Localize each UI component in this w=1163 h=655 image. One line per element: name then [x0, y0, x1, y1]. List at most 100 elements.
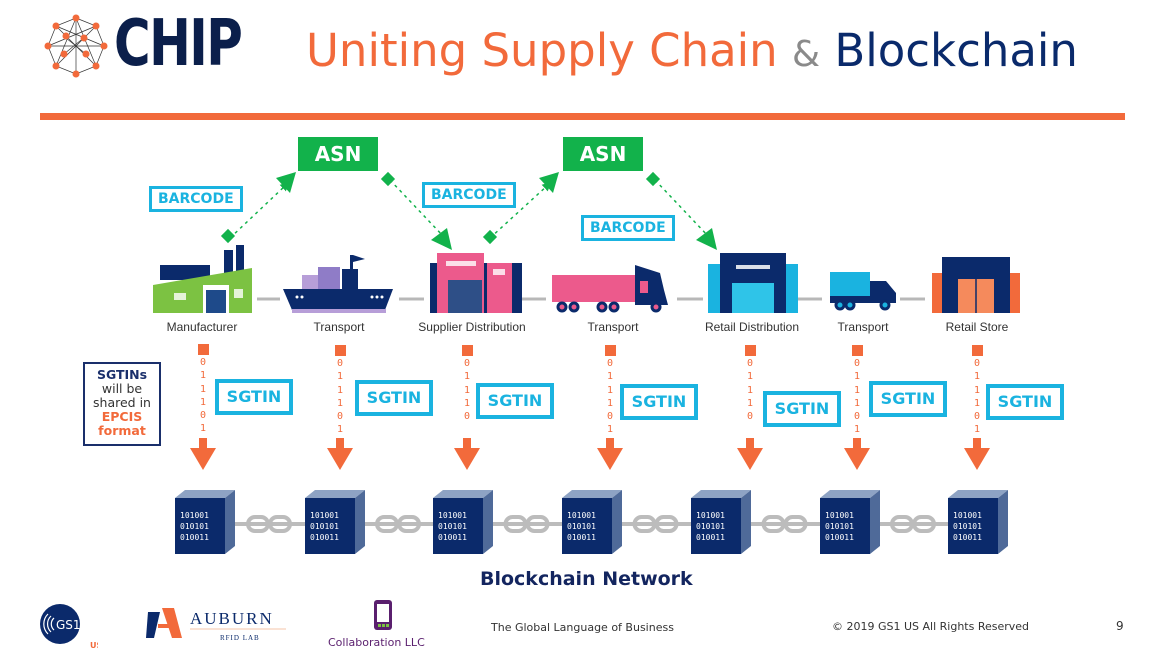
bit: 0 [463, 411, 471, 423]
block-data-line: 010011 [438, 533, 467, 542]
orange-down-arrows [190, 438, 990, 470]
bit: 1 [973, 371, 981, 383]
bit: 1 [336, 384, 344, 396]
sgtin-box-7: SGTIN [986, 384, 1064, 420]
bit: 1 [606, 424, 614, 436]
block-6: 101001 010101 010011 [820, 490, 880, 554]
blockchain-network-title: Blockchain Network [480, 568, 693, 590]
footer-tagline: The Global Language of Business [491, 621, 674, 634]
arrowhead-1 [276, 172, 296, 193]
down-arrow-1 [190, 438, 216, 470]
auburn-text: AUBURN [190, 609, 274, 628]
down-arrow-3 [454, 438, 480, 470]
diamond-start-2 [380, 171, 396, 187]
bit: 1 [853, 397, 861, 409]
diamond-start-1 [220, 228, 236, 244]
factory-icon [153, 245, 252, 313]
bit: 1 [973, 424, 981, 436]
bit: 1 [606, 397, 614, 409]
arrowhead-4 [696, 228, 717, 250]
bit: 1 [336, 397, 344, 409]
barcode-label-3: BARCODE [581, 215, 675, 241]
chain-link-4 [620, 515, 691, 533]
arrowhead-2 [431, 228, 452, 250]
block-data-line: 101001 [953, 511, 982, 520]
semi-truck-icon [552, 265, 668, 313]
page-number: 9 [1116, 619, 1124, 633]
info-line-4: EPCIS [101, 409, 143, 424]
sgtin-box-6: SGTIN [869, 381, 947, 417]
title-ampersand: & [792, 34, 821, 75]
barcode-label-1: BARCODE [149, 186, 243, 212]
block-data-line: 101001 [825, 511, 854, 520]
bit: 0 [973, 358, 981, 369]
distribution-center-icon [708, 253, 798, 313]
down-arrow-6 [844, 438, 870, 470]
bit: 0 [199, 357, 207, 368]
header-divider [40, 113, 1125, 120]
block-data-line: 010011 [310, 533, 339, 542]
bit: 0 [853, 411, 861, 423]
block-data-line: 010011 [825, 533, 854, 542]
asn-flow-arrows [220, 171, 717, 250]
block-5: 101001 010101 010011 [691, 490, 751, 554]
chip-network-logo-icon [44, 14, 108, 78]
block-data-line: 101001 [696, 511, 725, 520]
chain-link-1 [233, 515, 305, 533]
bit: 1 [463, 397, 471, 409]
bit: 0 [746, 358, 754, 369]
stage-label-manufacturer: Manufacturer [166, 320, 238, 334]
auburn-au-icon [146, 608, 182, 638]
bit: 0 [973, 411, 981, 423]
sgtin-box-5: SGTIN [763, 391, 841, 427]
block-data-line: 010011 [567, 533, 596, 542]
sgtin-box-2: SGTIN [355, 380, 433, 416]
stage-label-transport-2: Transport [587, 320, 639, 334]
info-line-5: format [98, 423, 146, 438]
bit-stream-start [852, 345, 863, 356]
block-data-line: 010101 [825, 522, 854, 531]
rfid-lab-text: RFID LAB [220, 634, 260, 642]
down-arrow-2 [327, 438, 353, 470]
block-data-line: 010101 [953, 522, 982, 531]
bit: 0 [746, 411, 754, 423]
bit: 1 [746, 397, 754, 409]
bit-stream-start [972, 345, 983, 356]
info-line-1: SGTINs [96, 367, 148, 382]
bit: 1 [336, 424, 344, 436]
footer-copyright: © 2019 GS1 US All Rights Reserved [832, 620, 1030, 633]
bit-stream-start [335, 345, 346, 356]
arrowhead-3 [539, 172, 559, 193]
blockchain-diagram: 101001 010101 010011 101001 010101 010011 1010… [175, 490, 1008, 554]
bit: 0 [606, 411, 614, 423]
block-data-line: 010101 [696, 522, 725, 531]
info-line-2: will be [101, 381, 143, 396]
bit: 1 [606, 371, 614, 383]
delivery-truck-icon [830, 272, 896, 311]
block-data-line: 010101 [180, 522, 209, 531]
bit-stream-start [605, 345, 616, 356]
bit: 1 [973, 384, 981, 396]
diamond-start-3 [482, 229, 498, 245]
barcode-label-2: BARCODE [422, 182, 516, 208]
stage-label-transport-3: Transport [837, 320, 889, 334]
warehouse-icon [430, 253, 522, 313]
green-arrow-1 [229, 179, 713, 241]
svg-text:US: US [90, 641, 98, 650]
block-data-line: 010011 [180, 533, 209, 542]
stage-label-retail-distribution: Retail Distribution [704, 320, 800, 334]
down-arrow-5 [737, 438, 763, 470]
bit: 0 [853, 358, 861, 369]
asn-box-2: ASN [563, 137, 643, 171]
block-data-line: 010011 [696, 533, 725, 542]
diamond-start-4 [645, 171, 661, 187]
down-arrow-4 [597, 438, 623, 470]
gs1-logo-icon: GS1 US [40, 604, 98, 650]
